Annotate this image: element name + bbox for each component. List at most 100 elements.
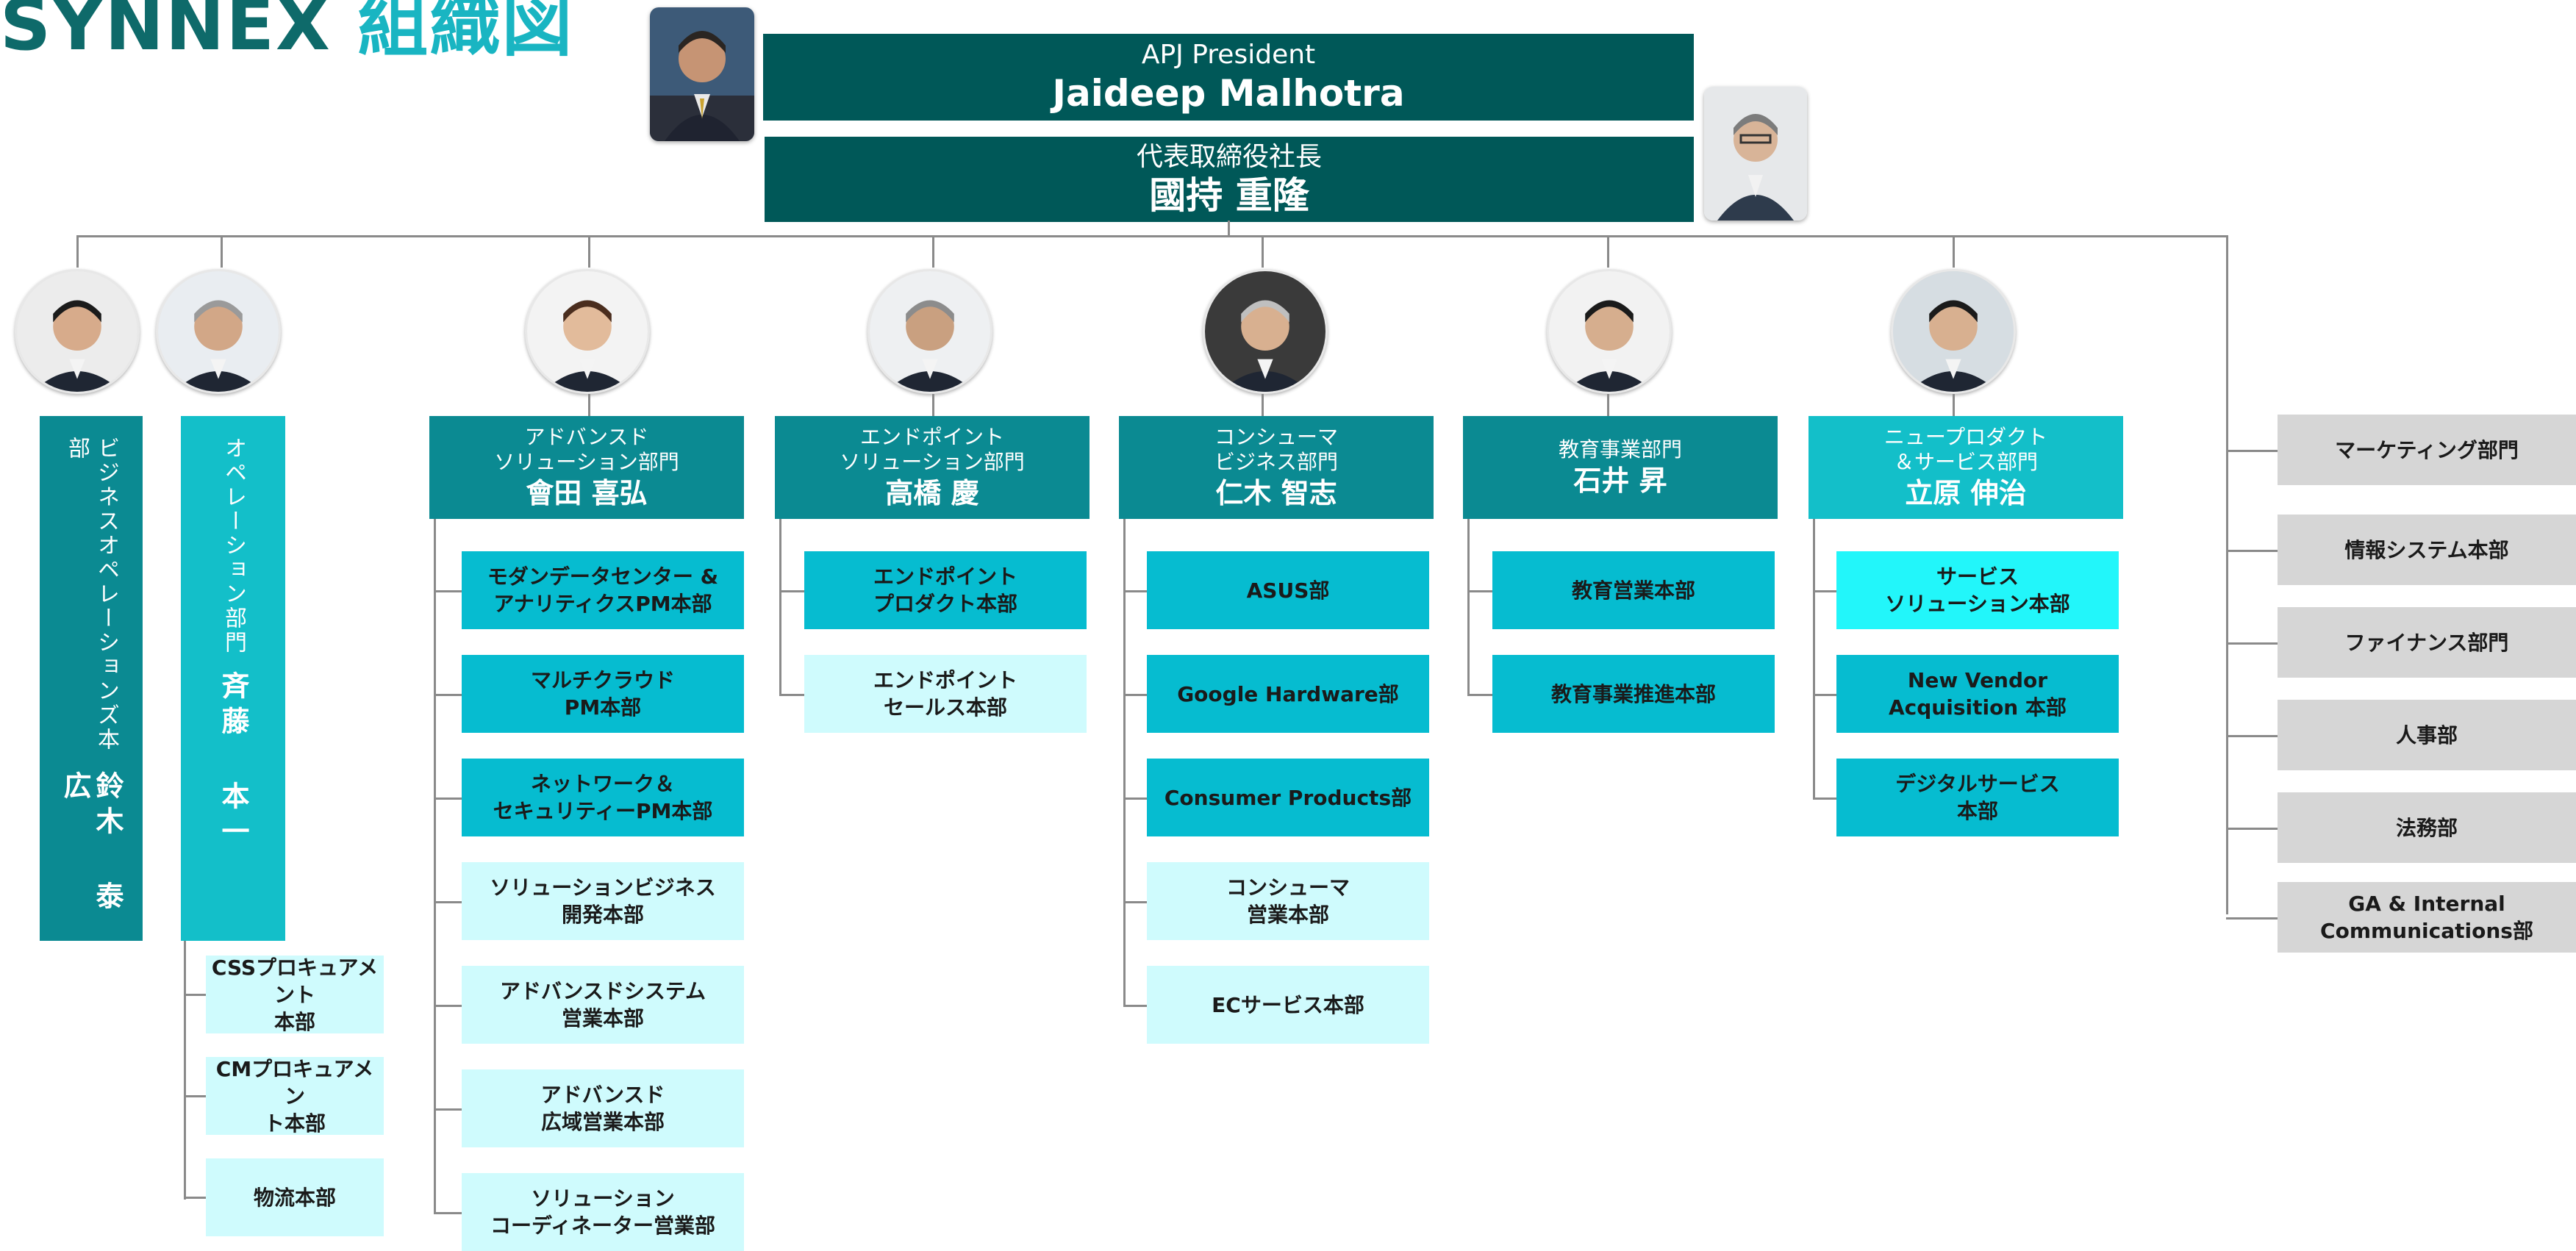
connector-division-branch [1813, 590, 1836, 592]
division-sub-unit: ASUS部 [1147, 551, 1429, 629]
person-photo-avatar [15, 269, 140, 394]
connector-division-branch [779, 694, 804, 696]
division-header: ニュープロダクト ＆サービス部門立原 伸治 [1808, 416, 2123, 519]
ops-sub-unit: CSSプロキュアメント 本部 [206, 956, 384, 1034]
division-sub-unit: アドバンスド 広域営業本部 [462, 1069, 744, 1147]
vertical-header-business-operations: ビジネスオペレーションズ本部鈴木 泰広 [40, 416, 143, 941]
person-avatar-graphic [1549, 271, 1670, 392]
connector-division-vertical [434, 519, 436, 1214]
connector-ops-branch [184, 994, 206, 996]
staff-department: 人事部 [2278, 700, 2576, 770]
division-role: アドバンスド ソリューション部門 [494, 425, 679, 474]
division-sub-unit: モダンデータセンター & アナリティクスPM本部 [462, 551, 744, 629]
connector-division-branch [1813, 797, 1836, 800]
connector-ceo-down [1228, 221, 1230, 237]
connector-division-branch [1123, 694, 1147, 696]
division-header: コンシューマ ビジネス部門仁木 智志 [1119, 416, 1434, 519]
connector-drop [1953, 235, 1955, 268]
connector-division-vertical [1467, 519, 1470, 695]
connector-staff-branch [2226, 735, 2278, 737]
person-photo-avatar [525, 269, 650, 394]
division-role: コンシューマ ビジネス部門 [1214, 425, 1338, 474]
connector-division-branch [1813, 694, 1836, 696]
division-sub-unit: ネットワーク＆ セキュリティーPM本部 [462, 759, 744, 836]
ops-sub-unit: CMプロキュアメン ト本部 [206, 1057, 384, 1136]
vertical-header-role: ビジネスオペレーションズ本部 [64, 437, 119, 752]
division-sub-unit: コンシューマ 営業本部 [1147, 862, 1429, 940]
staff-department: 情報システム本部 [2278, 515, 2576, 585]
connector-division-branch [434, 694, 462, 696]
person-avatar-graphic [1205, 271, 1325, 392]
division-head-name: 立原 伸治 [1905, 477, 2027, 509]
person-avatar-graphic [527, 271, 648, 392]
connector-avatar-header [1607, 394, 1609, 416]
ops-sub-unit: 物流本部 [206, 1158, 384, 1236]
title-brand: SYNNEX [0, 0, 332, 66]
connector-ops-vertical [184, 941, 186, 1200]
staff-department: マーケティング部門 [2278, 415, 2576, 485]
person-photo-avatar [1891, 269, 2016, 394]
connector-avatar-header [588, 394, 590, 416]
connector-division-branch [434, 1005, 462, 1007]
division-sub-unit: ソリューション コーディネーター営業部 [462, 1173, 744, 1251]
division-sub-unit: マルチクラウド PM本部 [462, 655, 744, 733]
page-title: SYNNEX 組織図 [0, 0, 573, 70]
connector-staff-branch [2226, 828, 2278, 830]
president-role: APJ President [1141, 40, 1316, 70]
division-sub-unit: ソリューションビジネス 開発本部 [462, 862, 744, 940]
connector-division-branch [1123, 901, 1147, 903]
staff-department: ファイナンス部門 [2278, 607, 2576, 678]
division-role: 教育事業部門 [1558, 437, 1682, 462]
staff-department: GA & Internal Communications部 [2278, 882, 2576, 953]
connector-division-branch [779, 590, 804, 592]
person-avatar-graphic [17, 271, 137, 392]
ceo-role: 代表取締役社長 [1136, 142, 1322, 172]
connector-staff-branch [2226, 450, 2278, 452]
person-photo-avatar [1203, 269, 1328, 394]
division-role: エンドポイント ソリューション部門 [840, 425, 1025, 474]
president-box: APJ President Jaideep Malhotra [763, 34, 1694, 121]
connector-staff-branch [2226, 917, 2278, 920]
connector-ops-branch [184, 1095, 206, 1097]
connector-division-branch [434, 590, 462, 592]
connector-staff-branch [2226, 550, 2278, 552]
connector-drop [932, 235, 934, 268]
division-sub-unit: Google Hardware部 [1147, 655, 1429, 733]
connector-ops-branch [184, 1197, 206, 1199]
title-org-chart: 組織図 [357, 0, 574, 66]
connector-drop [76, 235, 79, 268]
division-head-name: 仁木 智志 [1215, 477, 1337, 509]
division-header: 教育事業部門石井 昇 [1463, 416, 1778, 519]
division-sub-unit: 教育営業本部 [1492, 551, 1775, 629]
connector-drop [1607, 235, 1609, 268]
president-name: Jaideep Malhotra [1052, 72, 1405, 115]
division-role: ニュープロダクト ＆サービス部門 [1883, 425, 2048, 474]
connector-avatar-header [932, 394, 934, 416]
ceo-photo [1704, 87, 1807, 221]
connector-division-branch [1467, 694, 1492, 696]
division-sub-unit: エンドポイント プロダクト本部 [804, 551, 1087, 629]
division-header: アドバンスド ソリューション部門會田 喜弘 [429, 416, 744, 519]
connector-division-branch [434, 1108, 462, 1111]
connector-avatar-header [1953, 394, 1955, 416]
connector-division-branch [1123, 797, 1147, 800]
connector-division-vertical [1813, 519, 1815, 799]
vertical-header-name: 斉藤 本一 [217, 671, 249, 852]
vertical-header-name: 鈴木 泰広 [59, 771, 124, 917]
vertical-header-operations: オペレーション部門斉藤 本一 [181, 416, 285, 941]
division-head-name: 會田 喜弘 [526, 477, 648, 509]
division-head-name: 石井 昇 [1573, 465, 1667, 497]
division-sub-unit: エンドポイント セールス本部 [804, 655, 1087, 733]
ceo-name: 國持 重隆 [1149, 174, 1309, 217]
division-sub-unit: サービス ソリューション本部 [1836, 551, 2119, 629]
person-photo-avatar [867, 269, 992, 394]
vertical-header-role: オペレーション部門 [221, 437, 246, 655]
connector-drop [221, 235, 223, 268]
president-photo [650, 7, 754, 141]
connector-division-branch [434, 1212, 462, 1214]
connector-main-horizontal [76, 235, 2228, 237]
division-sub-unit: Consumer Products部 [1147, 759, 1429, 836]
connector-avatar-header [1262, 394, 1264, 416]
connector-division-branch [434, 901, 462, 903]
division-sub-unit: ECサービス本部 [1147, 966, 1429, 1044]
